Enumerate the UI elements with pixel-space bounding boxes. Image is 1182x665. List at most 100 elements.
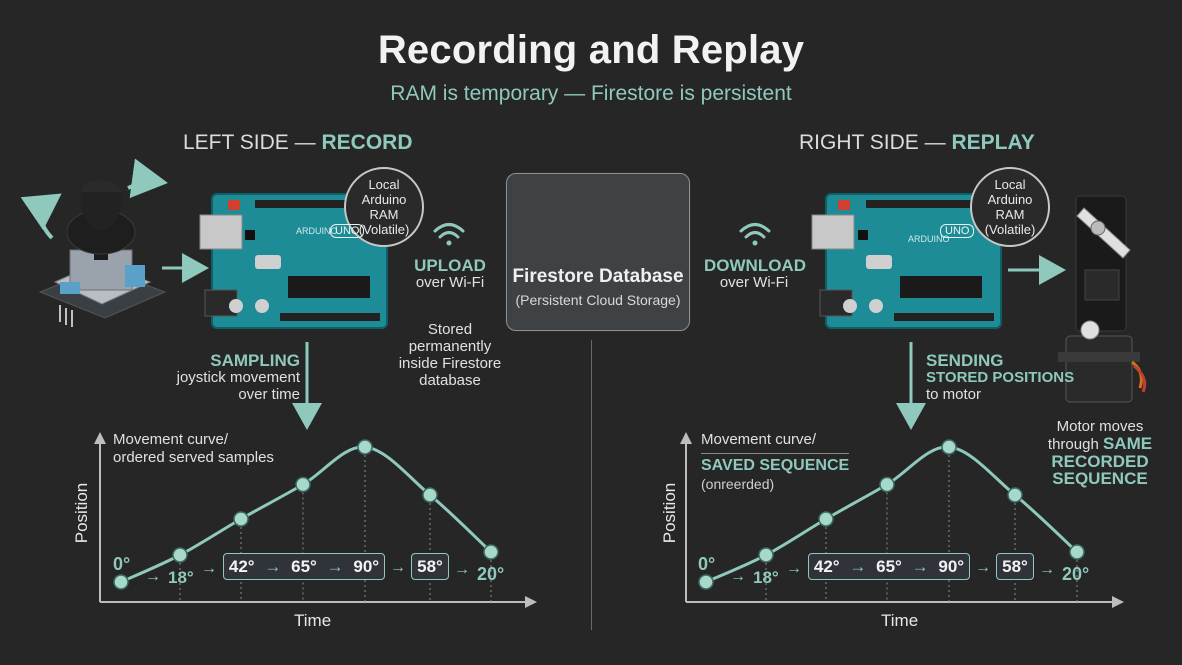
board-left-model: UNO xyxy=(330,224,365,238)
point-label: 65° xyxy=(291,556,317,576)
ram-left-line3: RAM xyxy=(369,207,399,222)
motor-line2-strong: SAME xyxy=(1102,434,1153,453)
ram-left-line4: (Volatile) xyxy=(358,222,410,237)
left-chart-ylabel: Position xyxy=(72,482,92,544)
point-label: 90° xyxy=(938,556,965,576)
sending-line: to motor xyxy=(926,386,982,403)
ram-left-line2: Arduino xyxy=(361,192,407,207)
data-point xyxy=(879,476,895,493)
data-point xyxy=(172,547,188,563)
joystick-icon xyxy=(38,180,167,327)
stored-line3: inside Firestore xyxy=(398,355,502,372)
point-label: 20° xyxy=(477,564,505,584)
arduino-board-left-icon xyxy=(199,193,388,329)
sampling-label: SAMPLING joystick movement over time xyxy=(150,352,300,403)
right-heading-strong: REPLAY xyxy=(951,131,1035,154)
point-label-box: 58° xyxy=(996,553,1034,580)
motor-line2-prefix: through xyxy=(1047,436,1099,453)
firestore-database-title: Firestore Database xyxy=(512,266,684,287)
arduino-board-right-icon xyxy=(811,193,1002,329)
upload-label: UPLOAD over Wi-Fi xyxy=(404,257,496,291)
right-chart-title-line1: Movement curve/ xyxy=(701,431,817,448)
sequence-arrow: → xyxy=(264,556,282,576)
wifi-icon xyxy=(433,223,465,246)
data-point xyxy=(698,574,714,590)
stored-line1: Stored xyxy=(427,321,473,338)
center-divider xyxy=(591,340,592,630)
sequence-arrow: → xyxy=(849,556,867,576)
point-label: 18° xyxy=(168,568,194,587)
upload-strong: UPLOAD xyxy=(414,256,486,275)
stored-line4: database xyxy=(419,372,481,389)
local-ram-left: Local Arduino RAM (Volatile) xyxy=(344,167,424,247)
rotation-arrow-icon xyxy=(20,193,62,240)
motor-line1: Motor moves xyxy=(1056,418,1144,435)
ram-left-line1: Local xyxy=(368,177,400,192)
left-heading: LEFT SIDE — RECORD xyxy=(183,131,413,155)
right-chart-ylabel: Position xyxy=(660,482,680,544)
data-point xyxy=(233,511,249,527)
data-point xyxy=(758,547,774,563)
motor-moves-note: Motor moves through SAME RECORDED SEQUEN… xyxy=(1040,418,1160,487)
ram-right-line3: RAM xyxy=(995,207,1025,222)
sequence-arrow: → xyxy=(145,568,161,585)
download-label: DOWNLOAD over Wi-Fi xyxy=(704,256,806,291)
board-right-brand: ARDUINO xyxy=(908,234,950,244)
data-point xyxy=(1007,487,1023,503)
sequence-arrow: → xyxy=(975,559,991,576)
sequence-group-box: 42°→65°→90° xyxy=(808,553,970,580)
stored-permanently-note: Stored permanently inside Firestore data… xyxy=(392,321,508,389)
point-label: 18° xyxy=(753,568,779,587)
upload-sub: over Wi-Fi xyxy=(415,274,485,291)
data-point xyxy=(295,476,311,493)
y-axis-arrowhead xyxy=(680,432,692,444)
ram-right-line1: Local xyxy=(994,177,1026,192)
download-sub: over Wi-Fi xyxy=(719,274,789,291)
right-heading-prefix: RIGHT SIDE — xyxy=(799,131,946,154)
sequence-arrow: → xyxy=(786,560,802,577)
board-left-brand: ARDUINO xyxy=(296,226,338,236)
sequence-arrow: → xyxy=(911,556,929,576)
firestore-database-card xyxy=(506,173,690,331)
sending-strong2: STORED POSITIONS xyxy=(926,369,1075,386)
page-subtitle: RAM is temporary — Firestore is persiste… xyxy=(390,82,792,105)
data-point xyxy=(818,511,834,527)
point-label: 0° xyxy=(698,554,716,574)
y-axis-arrowhead xyxy=(94,432,106,444)
x-axis-arrowhead xyxy=(525,596,537,608)
data-point xyxy=(483,544,499,560)
point-label: 0° xyxy=(113,554,131,574)
data-point xyxy=(422,487,438,503)
sampling-line2: over time xyxy=(238,386,300,403)
sequence-arrow: → xyxy=(454,561,470,578)
stored-line2: permanently xyxy=(408,338,492,355)
right-chart-title-line3: (onreerded) xyxy=(701,476,775,492)
left-chart-title-line2: ordered served samples xyxy=(113,449,274,466)
sequence-arrow: → xyxy=(730,568,746,585)
right-chart-title-line2: SAVED SEQUENCE xyxy=(701,453,850,475)
wifi-icon xyxy=(739,223,771,246)
sequence-arrow: → xyxy=(201,560,217,577)
motor-line4: SEQUENCE xyxy=(1052,469,1148,488)
point-label: 42° xyxy=(813,556,840,576)
sending-label: SENDING STORED POSITIONS to motor xyxy=(926,352,1076,403)
rotation-arrow-icon xyxy=(127,158,168,199)
x-axis-arrowhead xyxy=(1112,596,1124,608)
point-label-box: 58° xyxy=(411,553,449,580)
right-heading: RIGHT SIDE — REPLAY xyxy=(799,131,1035,155)
sequence-arrow: → xyxy=(1039,561,1055,578)
data-point xyxy=(941,439,957,455)
sampling-strong: SAMPLING xyxy=(210,351,300,370)
sequence-arrow: → xyxy=(326,556,344,576)
point-label: 90° xyxy=(353,556,380,576)
sequence-arrow: → xyxy=(390,559,406,576)
left-chart-title: Movement curve/ ordered served samples xyxy=(113,431,274,467)
sending-strong1: SENDING xyxy=(926,351,1004,370)
download-strong: DOWNLOAD xyxy=(704,256,806,275)
left-heading-prefix: LEFT SIDE — xyxy=(183,131,316,154)
board-right-model: UNO xyxy=(940,224,975,238)
sampling-line1: joystick movement xyxy=(176,369,300,386)
sequence-group-box: 42°→65°→90° xyxy=(223,553,385,580)
motor-line3: RECORDED xyxy=(1051,452,1149,471)
